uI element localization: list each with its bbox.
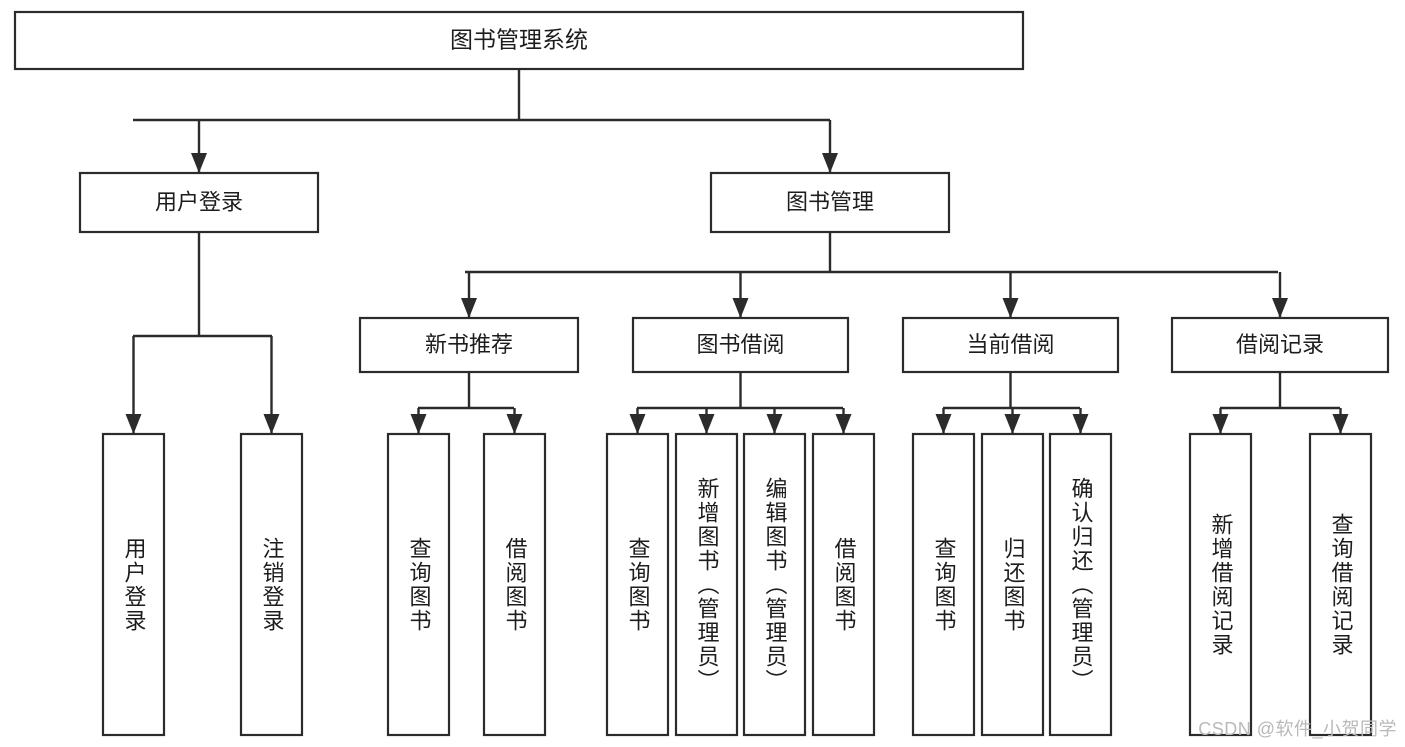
connector-layer — [125, 69, 1349, 434]
node-box-new-book-rec[interactable] — [358, 316, 580, 374]
node-box-leaf-user-login[interactable] — [101, 432, 166, 737]
node-label-book-manage: 图书管理 — [786, 189, 874, 214]
arrow-head-icon-leaf-query-book-2 — [629, 414, 646, 434]
arrow-head-icon-leaf-borrow-book-2 — [835, 414, 852, 434]
node-box-book-manage[interactable] — [709, 171, 951, 234]
arrow-head-icon-leaf-user-login — [125, 414, 142, 434]
arrow-head-icon-user-login — [191, 153, 207, 173]
node-box-layer — [13, 10, 1390, 737]
node-label-book-borrow: 图书借阅 — [696, 332, 784, 357]
arrow-head-icon-book-manage — [822, 153, 838, 173]
arrow-head-icon-leaf-add-book — [698, 414, 715, 434]
node-box-leaf-borrow-book-2[interactable] — [811, 432, 876, 737]
node-box-leaf-return-book[interactable] — [980, 432, 1045, 737]
node-label-borrow-record: 借阅记录 — [1236, 332, 1324, 357]
node-box-root[interactable] — [13, 10, 1025, 71]
node-box-leaf-add-record[interactable] — [1188, 432, 1253, 737]
node-box-book-borrow[interactable] — [631, 316, 850, 374]
node-box-leaf-edit-book[interactable] — [742, 432, 807, 737]
arrow-head-icon-leaf-edit-book — [766, 414, 783, 434]
node-label-new-book-rec: 新书推荐 — [425, 332, 513, 357]
arrow-head-icon-leaf-borrow-book-1 — [506, 414, 523, 434]
node-label-user-login: 用户登录 — [155, 189, 243, 214]
arrow-head-icon-leaf-confirm-return — [1072, 414, 1089, 434]
node-box-leaf-query-book-2[interactable] — [605, 432, 670, 737]
watermark-text: CSDN @软件_小贺同学 — [1198, 719, 1397, 739]
arrow-head-icon-book-borrow — [732, 298, 749, 318]
node-box-user-login[interactable] — [78, 171, 320, 234]
arrow-head-icon-leaf-query-book-3 — [935, 414, 952, 434]
node-box-leaf-borrow-book-1[interactable] — [482, 432, 547, 737]
node-box-leaf-confirm-return[interactable] — [1048, 432, 1113, 737]
node-box-leaf-query-book-1[interactable] — [386, 432, 451, 737]
node-box-leaf-query-record[interactable] — [1308, 432, 1373, 737]
arrow-head-icon-leaf-query-book-1 — [410, 414, 427, 434]
arrow-head-icon-borrow-record — [1272, 298, 1288, 318]
arrow-head-icon-new-book-rec — [461, 298, 477, 318]
arrow-head-icon-leaf-return-book — [1004, 414, 1021, 434]
arrow-head-icon-leaf-query-record — [1332, 414, 1349, 434]
node-box-leaf-logout[interactable] — [239, 432, 304, 737]
node-label-root: 图书管理系统 — [450, 27, 588, 53]
node-label-current-borrow: 当前借阅 — [966, 332, 1054, 357]
node-box-leaf-query-book-3[interactable] — [911, 432, 976, 737]
arrow-head-icon-leaf-add-record — [1212, 414, 1229, 434]
arrow-head-icon-current-borrow — [1002, 298, 1019, 318]
node-box-leaf-add-book[interactable] — [674, 432, 739, 737]
arrow-head-icon-leaf-logout — [263, 414, 280, 434]
node-box-current-borrow[interactable] — [901, 316, 1120, 374]
node-box-borrow-record[interactable] — [1170, 316, 1390, 374]
